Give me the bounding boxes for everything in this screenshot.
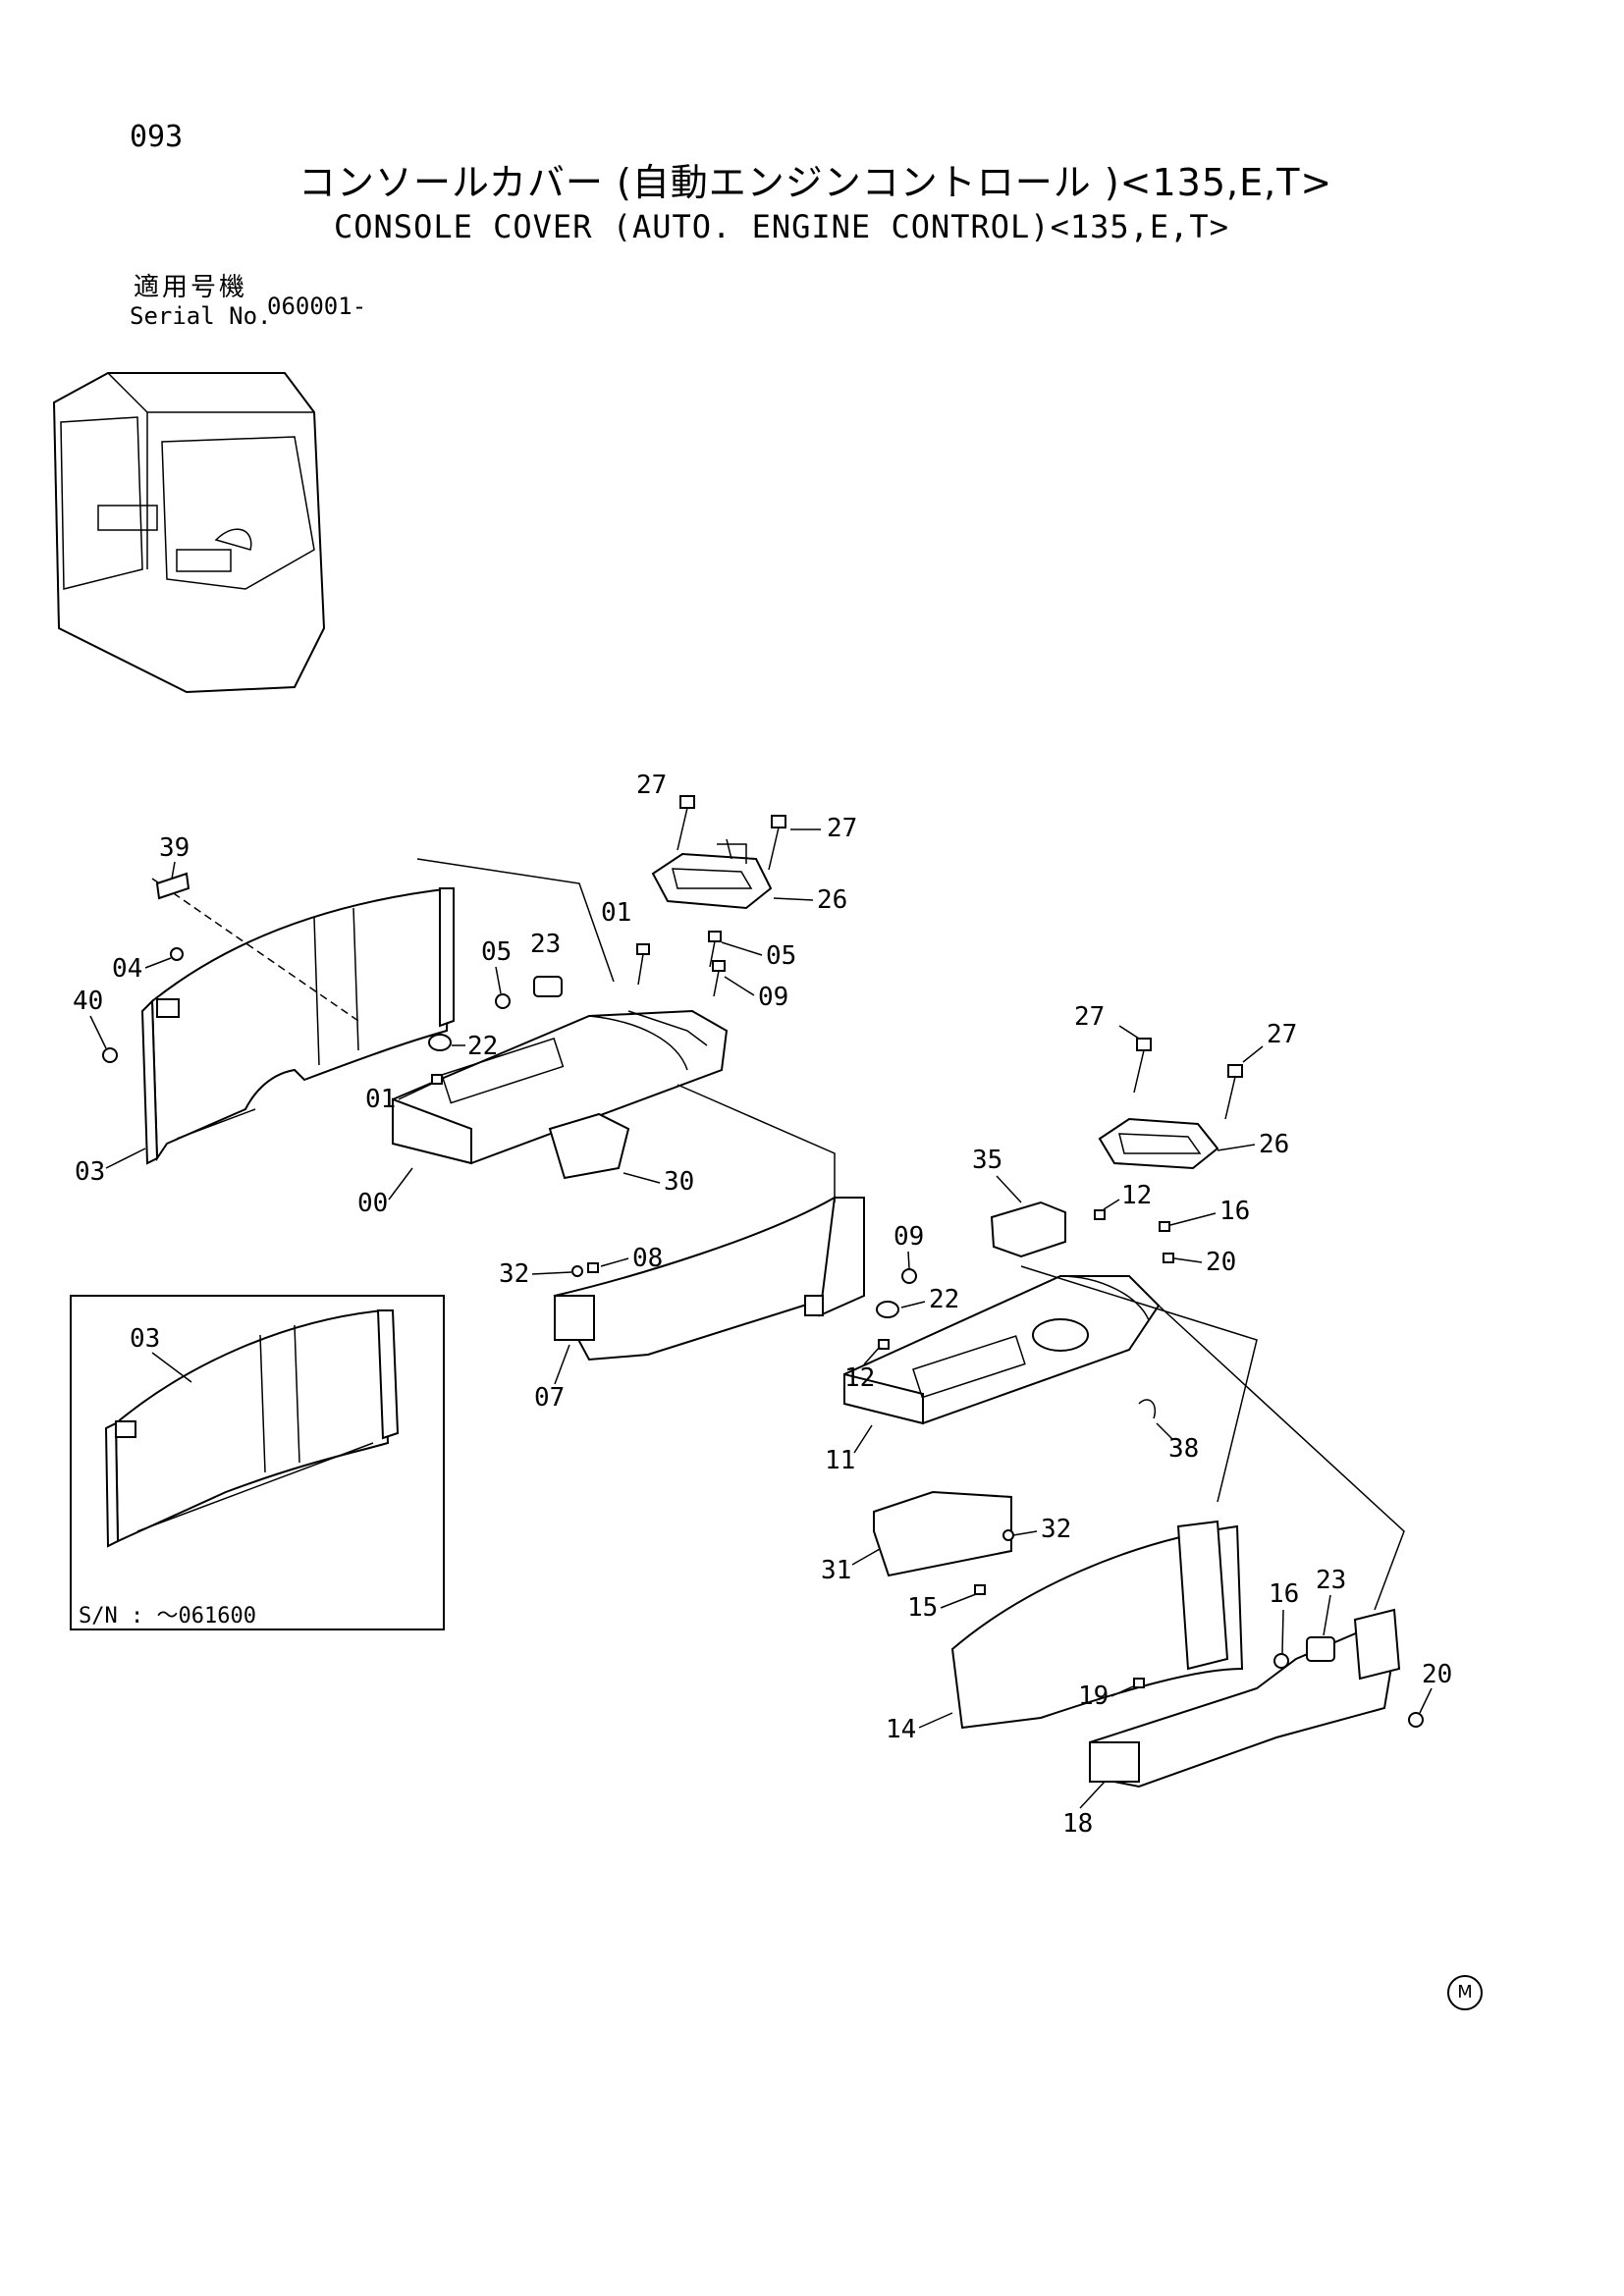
label-39 [155, 872, 190, 900]
page-number: 093 [130, 120, 184, 154]
callout-04: 04 [112, 954, 142, 984]
callout-19: 19 [1078, 1682, 1109, 1711]
callout-40: 40 [73, 987, 103, 1016]
callout-05-a: 05 [766, 941, 796, 971]
callout-16-a: 16 [1219, 1197, 1250, 1226]
side-cover-14 [950, 1520, 1244, 1730]
callout-15: 15 [907, 1593, 938, 1623]
cup-holder-30 [548, 1112, 630, 1180]
side-cover-03 [140, 886, 455, 1165]
serial-label-english: Serial No. [130, 302, 272, 330]
callout-12-a: 12 [1121, 1181, 1152, 1210]
callout-27-b: 27 [827, 814, 857, 843]
callout-32-b: 32 [1041, 1515, 1071, 1544]
callout-08: 08 [632, 1244, 663, 1273]
inset-earlier-serial: 03 [70, 1295, 445, 1630]
callout-23-b: 23 [1316, 1566, 1346, 1595]
callout-27-c: 27 [1074, 1002, 1105, 1032]
callout-12-b: 12 [844, 1363, 875, 1393]
callout-27-a: 27 [636, 771, 667, 800]
callout-09-b: 09 [893, 1222, 924, 1252]
callout-01-b: 01 [365, 1085, 396, 1114]
inset-serial-caption: S/N : ～061600 [79, 1604, 256, 1629]
callout-20-b: 20 [1422, 1660, 1452, 1689]
callout-14: 14 [886, 1715, 916, 1744]
callouts: 27 27 26 01 05 09 39 04 40 05 23 22 01 0… [73, 771, 1452, 1839]
callout-23-a: 23 [530, 930, 561, 959]
side-cover-07 [553, 1196, 865, 1362]
title-japanese: コンソールカバー (自動エンジンコントロール )<135,E,T> [298, 161, 1333, 204]
callout-16-b: 16 [1269, 1579, 1299, 1609]
callout-18: 18 [1062, 1809, 1093, 1839]
console-base-00 [392, 1009, 729, 1165]
callout-09-a: 09 [758, 983, 788, 1012]
callout-32-a: 32 [499, 1259, 529, 1289]
cab-location-thumbnail [52, 372, 326, 694]
callout-35: 35 [972, 1146, 1002, 1175]
fasteners [102, 795, 1424, 1728]
serial-label-japanese: 適用号機 [134, 273, 248, 302]
callout-39: 39 [159, 833, 189, 863]
callout-00: 00 [357, 1189, 388, 1218]
callout-31: 31 [821, 1556, 851, 1585]
callout-26-a: 26 [817, 885, 847, 915]
callout-22-a: 22 [467, 1032, 498, 1061]
inset-callout-03: 03 [130, 1324, 160, 1354]
callout-27-d: 27 [1267, 1020, 1297, 1049]
callout-20-a: 20 [1206, 1248, 1236, 1277]
side-cover-18 [1089, 1608, 1401, 1789]
armrest-top-26-right [1098, 1117, 1219, 1170]
tray-35 [990, 1201, 1066, 1258]
callout-22-b: 22 [929, 1285, 959, 1314]
tray-31 [873, 1490, 1012, 1577]
callout-30: 30 [664, 1167, 694, 1197]
serial-number-value: 060001- [267, 293, 367, 320]
callout-11: 11 [825, 1446, 855, 1475]
callout-07: 07 [534, 1383, 565, 1413]
title-english: CONSOLE COVER (AUTO. ENGINE CONTROL)<135… [334, 208, 1229, 245]
callout-03: 03 [75, 1157, 105, 1187]
console-base-11 [843, 1275, 1161, 1425]
callout-05-b: 05 [481, 937, 512, 967]
mark-circle-icon: M [1447, 1975, 1483, 2010]
armrest-top-26 [651, 838, 773, 910]
callout-26-b: 26 [1259, 1130, 1289, 1159]
callout-01-a: 01 [601, 898, 631, 928]
callout-38: 38 [1168, 1434, 1199, 1464]
